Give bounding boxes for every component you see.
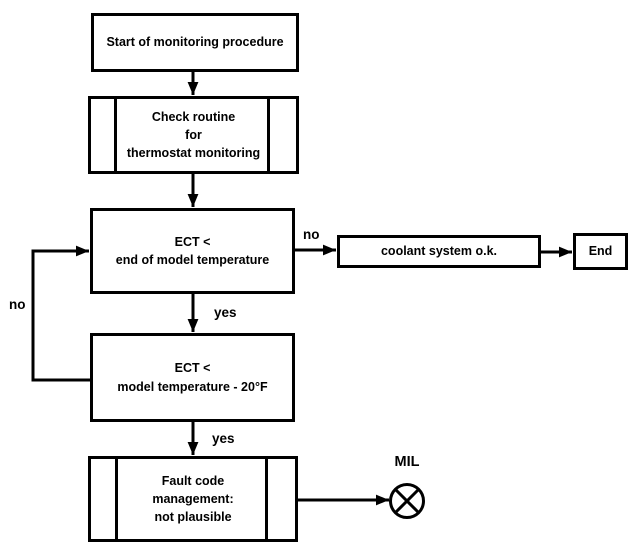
mil-lamp-icon <box>389 483 425 519</box>
ect-model-minus-20f-node-label: ECT < model temperature - 20°F <box>117 361 268 394</box>
subroutine-bar-right <box>267 99 270 171</box>
subroutine-bar-right <box>265 459 268 539</box>
edge-label-no-right: no <box>303 227 320 242</box>
mil-label: MIL <box>394 454 420 470</box>
end-node: End <box>573 233 628 270</box>
start-node: Start of monitoring procedure <box>91 13 299 72</box>
coolant-system-ok-node: coolant system o.k. <box>337 235 541 268</box>
check-routine-subroutine-node: Check routine for thermostat monitoring <box>88 96 299 174</box>
subroutine-bar-left <box>114 99 117 171</box>
check-routine-node-label: Check routine for thermostat monitoring <box>126 109 261 161</box>
ect-end-of-model-node-label: ECT < end of model temperature <box>115 234 270 267</box>
coolant-system-ok-node-label: coolant system o.k. <box>380 244 497 259</box>
start-node-label: Start of monitoring procedure <box>106 35 284 50</box>
subroutine-bar-left <box>115 459 118 539</box>
ect-model-minus-20f-decision-node: ECT < model temperature - 20°F <box>90 333 295 422</box>
fault-code-node-label: Fault code management: not plausible <box>152 473 234 525</box>
arrow-no-loop-back <box>31 245 91 382</box>
end-node-label: End <box>588 244 613 259</box>
fault-code-management-subroutine-node: Fault code management: not plausible <box>88 456 298 542</box>
edge-label-yes-lower: yes <box>212 431 235 446</box>
edge-label-yes-upper: yes <box>214 305 237 320</box>
edge-label-no-loop: no <box>9 297 26 312</box>
ect-end-of-model-decision-node: ECT < end of model temperature <box>90 208 295 294</box>
